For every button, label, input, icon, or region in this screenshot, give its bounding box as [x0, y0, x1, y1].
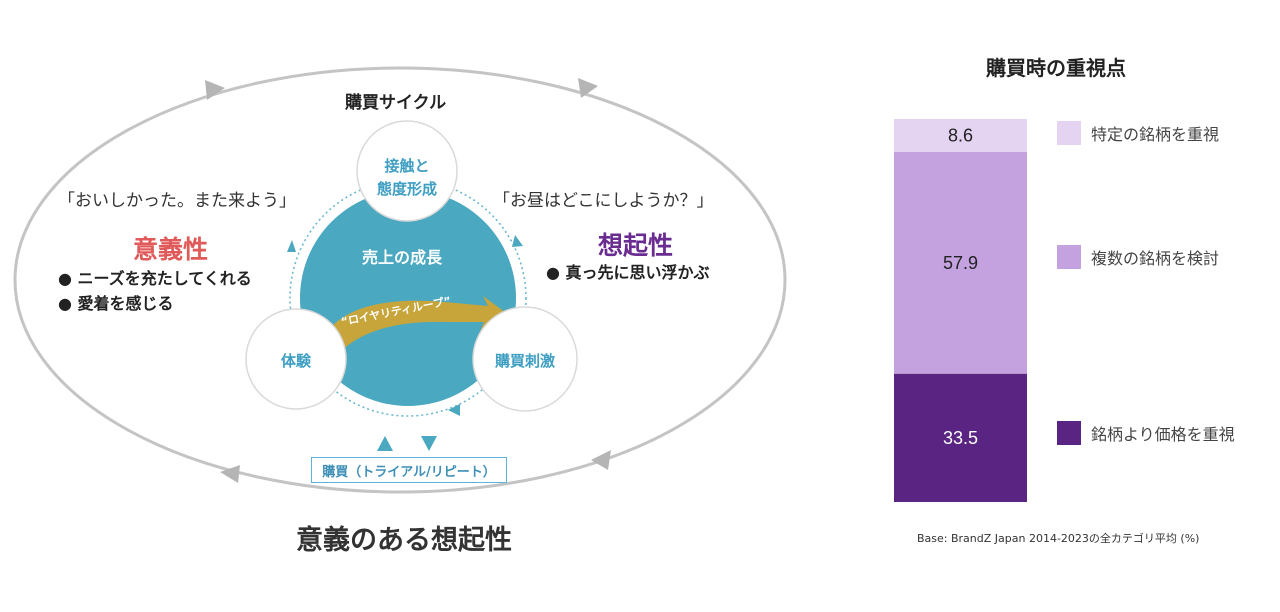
quote-right: 「お昼はどこにしようか？」 — [493, 191, 714, 211]
quote-left: 「おいしかった。また来よう」 — [58, 191, 296, 211]
legend-swatch-price-over-brand — [1057, 421, 1081, 445]
salience-heading: 想起性 — [598, 231, 674, 260]
purchase-label: 購買（トライアル/リピート） — [322, 464, 496, 480]
purchase-up-triangle — [377, 436, 393, 451]
sales-growth-label: 売上の成長 — [362, 248, 443, 267]
purchase-down-triangle — [421, 436, 437, 451]
node-stimulus-circle — [472, 306, 578, 412]
node-experience-label: 体験 — [280, 352, 311, 370]
outer-arrow-bottom-right — [591, 450, 611, 470]
outer-cycle-ellipse — [13, 66, 787, 494]
bar-segment-2 — [894, 119, 1027, 152]
cycle-title: 購買サイクル — [345, 93, 447, 113]
outer-arrow-bottom-left — [220, 465, 240, 483]
legend-swatch-multiple-brands — [1057, 245, 1081, 269]
purchase-cycle-diagram — [13, 66, 787, 494]
meaningful-bullet-1: ● ニーズを充たしてくれる — [58, 269, 252, 288]
salience-bullet-1: ● 真っ先に思い浮かぶ — [546, 263, 710, 282]
outer-arrow-top-right — [578, 78, 598, 98]
chart-base-note: Base: BrandZ Japan 2014-2023の全カテゴリ平均 (%) — [917, 532, 1200, 545]
bar-segment-value-1: 57.9 — [943, 253, 978, 273]
node-experience-circle — [245, 308, 347, 410]
bar-segment-0 — [894, 373, 1027, 502]
orbit-arrow-bottom — [448, 404, 460, 416]
stacked-bar-chart: 33.5 57.9 8.6 — [894, 119, 1027, 502]
bar-segment-value-2: 8.6 — [948, 125, 973, 145]
node-stimulus-label: 購買刺激 — [494, 352, 555, 370]
node-contact-label-line1: 接触と — [384, 157, 430, 175]
meaningful-heading: 意義性 — [133, 235, 209, 264]
legend-label-price-over-brand: 銘柄より価格を重視 — [1091, 425, 1235, 444]
legend-label-brand-specific: 特定の銘柄を重視 — [1091, 125, 1220, 144]
purchase-box: 購買（トライアル/リピート） — [311, 457, 507, 483]
legend-item-multiple-brands: 複数の銘柄を検討 — [1057, 245, 1219, 269]
diagram-caption: 意義のある想起性 — [296, 525, 512, 556]
sales-growth-disc — [300, 190, 516, 406]
legend-item-price-over-brand: 銘柄より価格を重視 — [1057, 421, 1235, 445]
node-contact-label-line2: 態度形成 — [376, 180, 437, 198]
legend-label-multiple-brands: 複数の銘柄を検討 — [1091, 249, 1220, 268]
orbit-arrow-left — [287, 240, 296, 252]
chart-title: 購買時の重視点 — [986, 56, 1126, 80]
legend-swatch-brand-specific — [1057, 121, 1081, 145]
node-contact-circle — [356, 120, 458, 222]
bar-segment-1 — [894, 151, 1027, 374]
bar-segment-value-0: 33.5 — [943, 428, 978, 448]
outer-arrow-top-left — [205, 80, 225, 100]
orbit-arrow-right — [512, 235, 523, 247]
loyalty-loop-arrow — [318, 296, 513, 362]
meaningful-bullet-2: ● 愛着を感じる — [58, 294, 174, 313]
legend-item-brand-specific: 特定の銘柄を重視 — [1057, 121, 1219, 145]
